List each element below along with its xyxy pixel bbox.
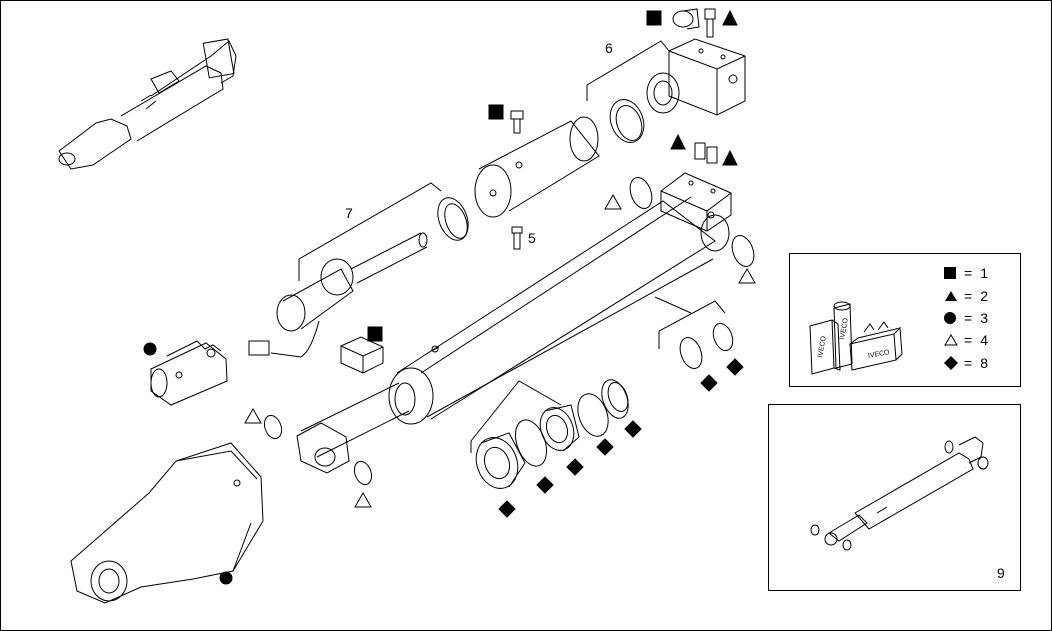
connector-box xyxy=(340,336,384,374)
legend-row-triangle-filled: = 2 xyxy=(944,286,988,306)
cylinder-head-block xyxy=(660,172,732,232)
piston-rod xyxy=(296,382,416,474)
gland-assembly xyxy=(475,404,580,489)
legend-equals: = xyxy=(964,288,973,304)
triangle-filled-icon xyxy=(945,291,957,301)
legend-value: 3 xyxy=(980,310,988,326)
legend-equals: = xyxy=(964,355,973,371)
part-label-7: 7 xyxy=(345,205,353,221)
square-filled-icon xyxy=(944,267,956,279)
quantity-markers xyxy=(143,9,744,585)
position-sensor xyxy=(248,232,428,358)
legend-value: 8 xyxy=(980,355,988,371)
legend-row-triangle-outline: = 4 xyxy=(944,330,988,350)
rod-end-eye xyxy=(70,442,264,604)
triangle-outline-icon xyxy=(944,334,958,346)
seal-rings xyxy=(263,99,755,486)
legend-value: 2 xyxy=(980,288,988,304)
legend-equals: = xyxy=(964,332,973,348)
seal-kit-cylinder-drawing xyxy=(810,436,989,551)
part-label-9: 9 xyxy=(997,565,1005,581)
quantity-markers-outline xyxy=(244,193,756,508)
part-label-5: 5 xyxy=(528,230,536,246)
sleeve-tube xyxy=(474,116,600,218)
overview-cylinder-thumbnail xyxy=(58,38,237,170)
circle-filled-icon xyxy=(944,312,956,324)
legend-value: 4 xyxy=(980,332,988,348)
diamond-filled-icon xyxy=(944,356,958,370)
part-label-6: 6 xyxy=(605,40,613,56)
legend-value: 1 xyxy=(980,265,988,281)
seal-kit-box: 9 xyxy=(768,404,1021,591)
legend-row-diamond: = 8 xyxy=(944,353,988,373)
bolts xyxy=(510,8,718,250)
valve-block xyxy=(646,38,746,116)
sensor-clamp xyxy=(150,340,228,406)
legend-row-circle: = 3 xyxy=(944,308,988,328)
cylinder-barrel xyxy=(388,196,730,425)
legend-row-square: = 1 xyxy=(944,263,988,283)
leader-lines xyxy=(298,40,726,453)
legend-equals: = xyxy=(964,265,973,281)
quantity-legend: IVECO IVECO IVECO = 1 = 2 = 3 = 4 = 8 xyxy=(789,253,1021,387)
seal-kit-boxes-icon xyxy=(809,301,903,375)
legend-equals: = xyxy=(964,310,973,326)
